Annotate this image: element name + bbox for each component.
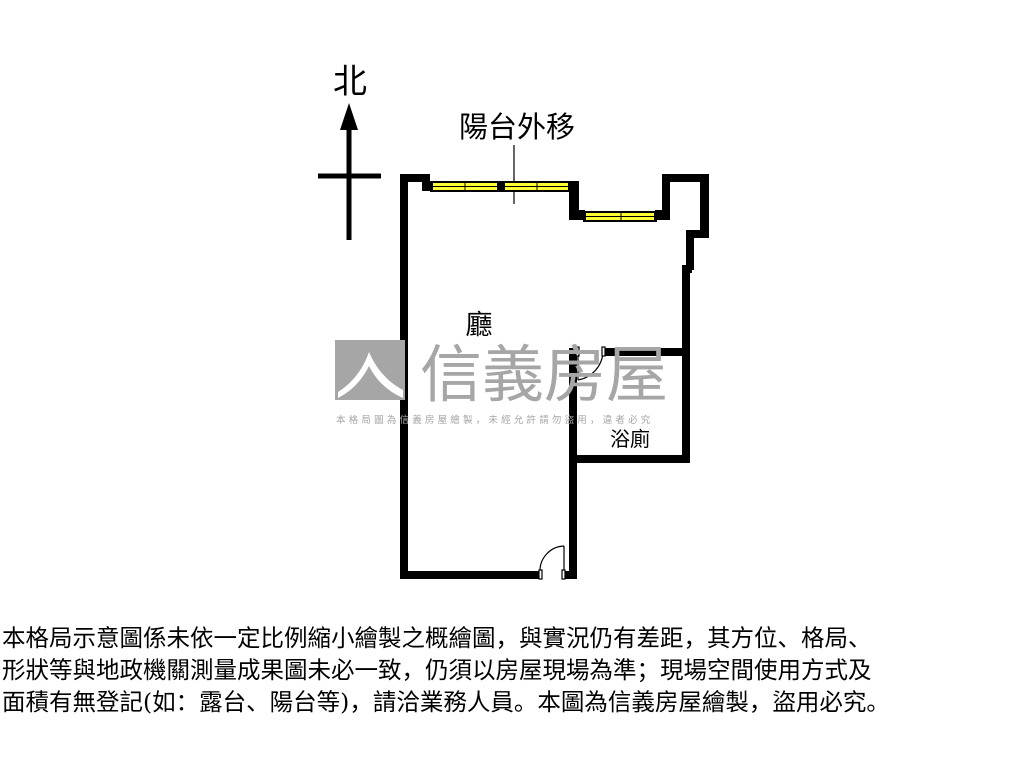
disclaimer-line: 本格局示意圖係未依一定比例縮小繪製之概繪圖，與實況仍有差距，其方位、格局、 — [2, 624, 872, 652]
room-label-bathroom: 浴廁 — [610, 427, 650, 451]
compass-label: 北 — [333, 62, 367, 102]
windows — [430, 181, 657, 222]
disclaimer-line: 形狀等與地政機關測量成果圖未必一致，仍須以房屋現場為準；現場空間使用方式及 — [2, 656, 872, 684]
watermark-notice: 本格局圖為信義房屋繪製，未經允許請勿盜用，違者必究 — [336, 414, 654, 426]
watermark: 信義房屋 本格局圖為信義房屋繪製，未經允許請勿盜用，違者必究 — [335, 338, 668, 426]
disclaimer: 本格局示意圖係未依一定比例縮小繪製之概繪圖，與實況仍有差距，其方位、格局、 形狀… — [2, 622, 1024, 718]
room-label-living: 廳 — [466, 310, 493, 341]
bathroom-door-icon[interactable] — [575, 346, 606, 381]
watermark-logo-mark — [338, 352, 403, 398]
disclaimer-line: 面積有無登記(如：露台、陽台等)，請洽業務人員。本圖為信義房屋繪製，盜用必究。 — [2, 688, 890, 716]
entrance-door-icon[interactable] — [538, 545, 566, 580]
balcony-note: 陽台外移 — [459, 110, 575, 144]
north-arrow-icon — [318, 103, 381, 240]
watermark-brand: 信義房屋 — [420, 338, 668, 411]
